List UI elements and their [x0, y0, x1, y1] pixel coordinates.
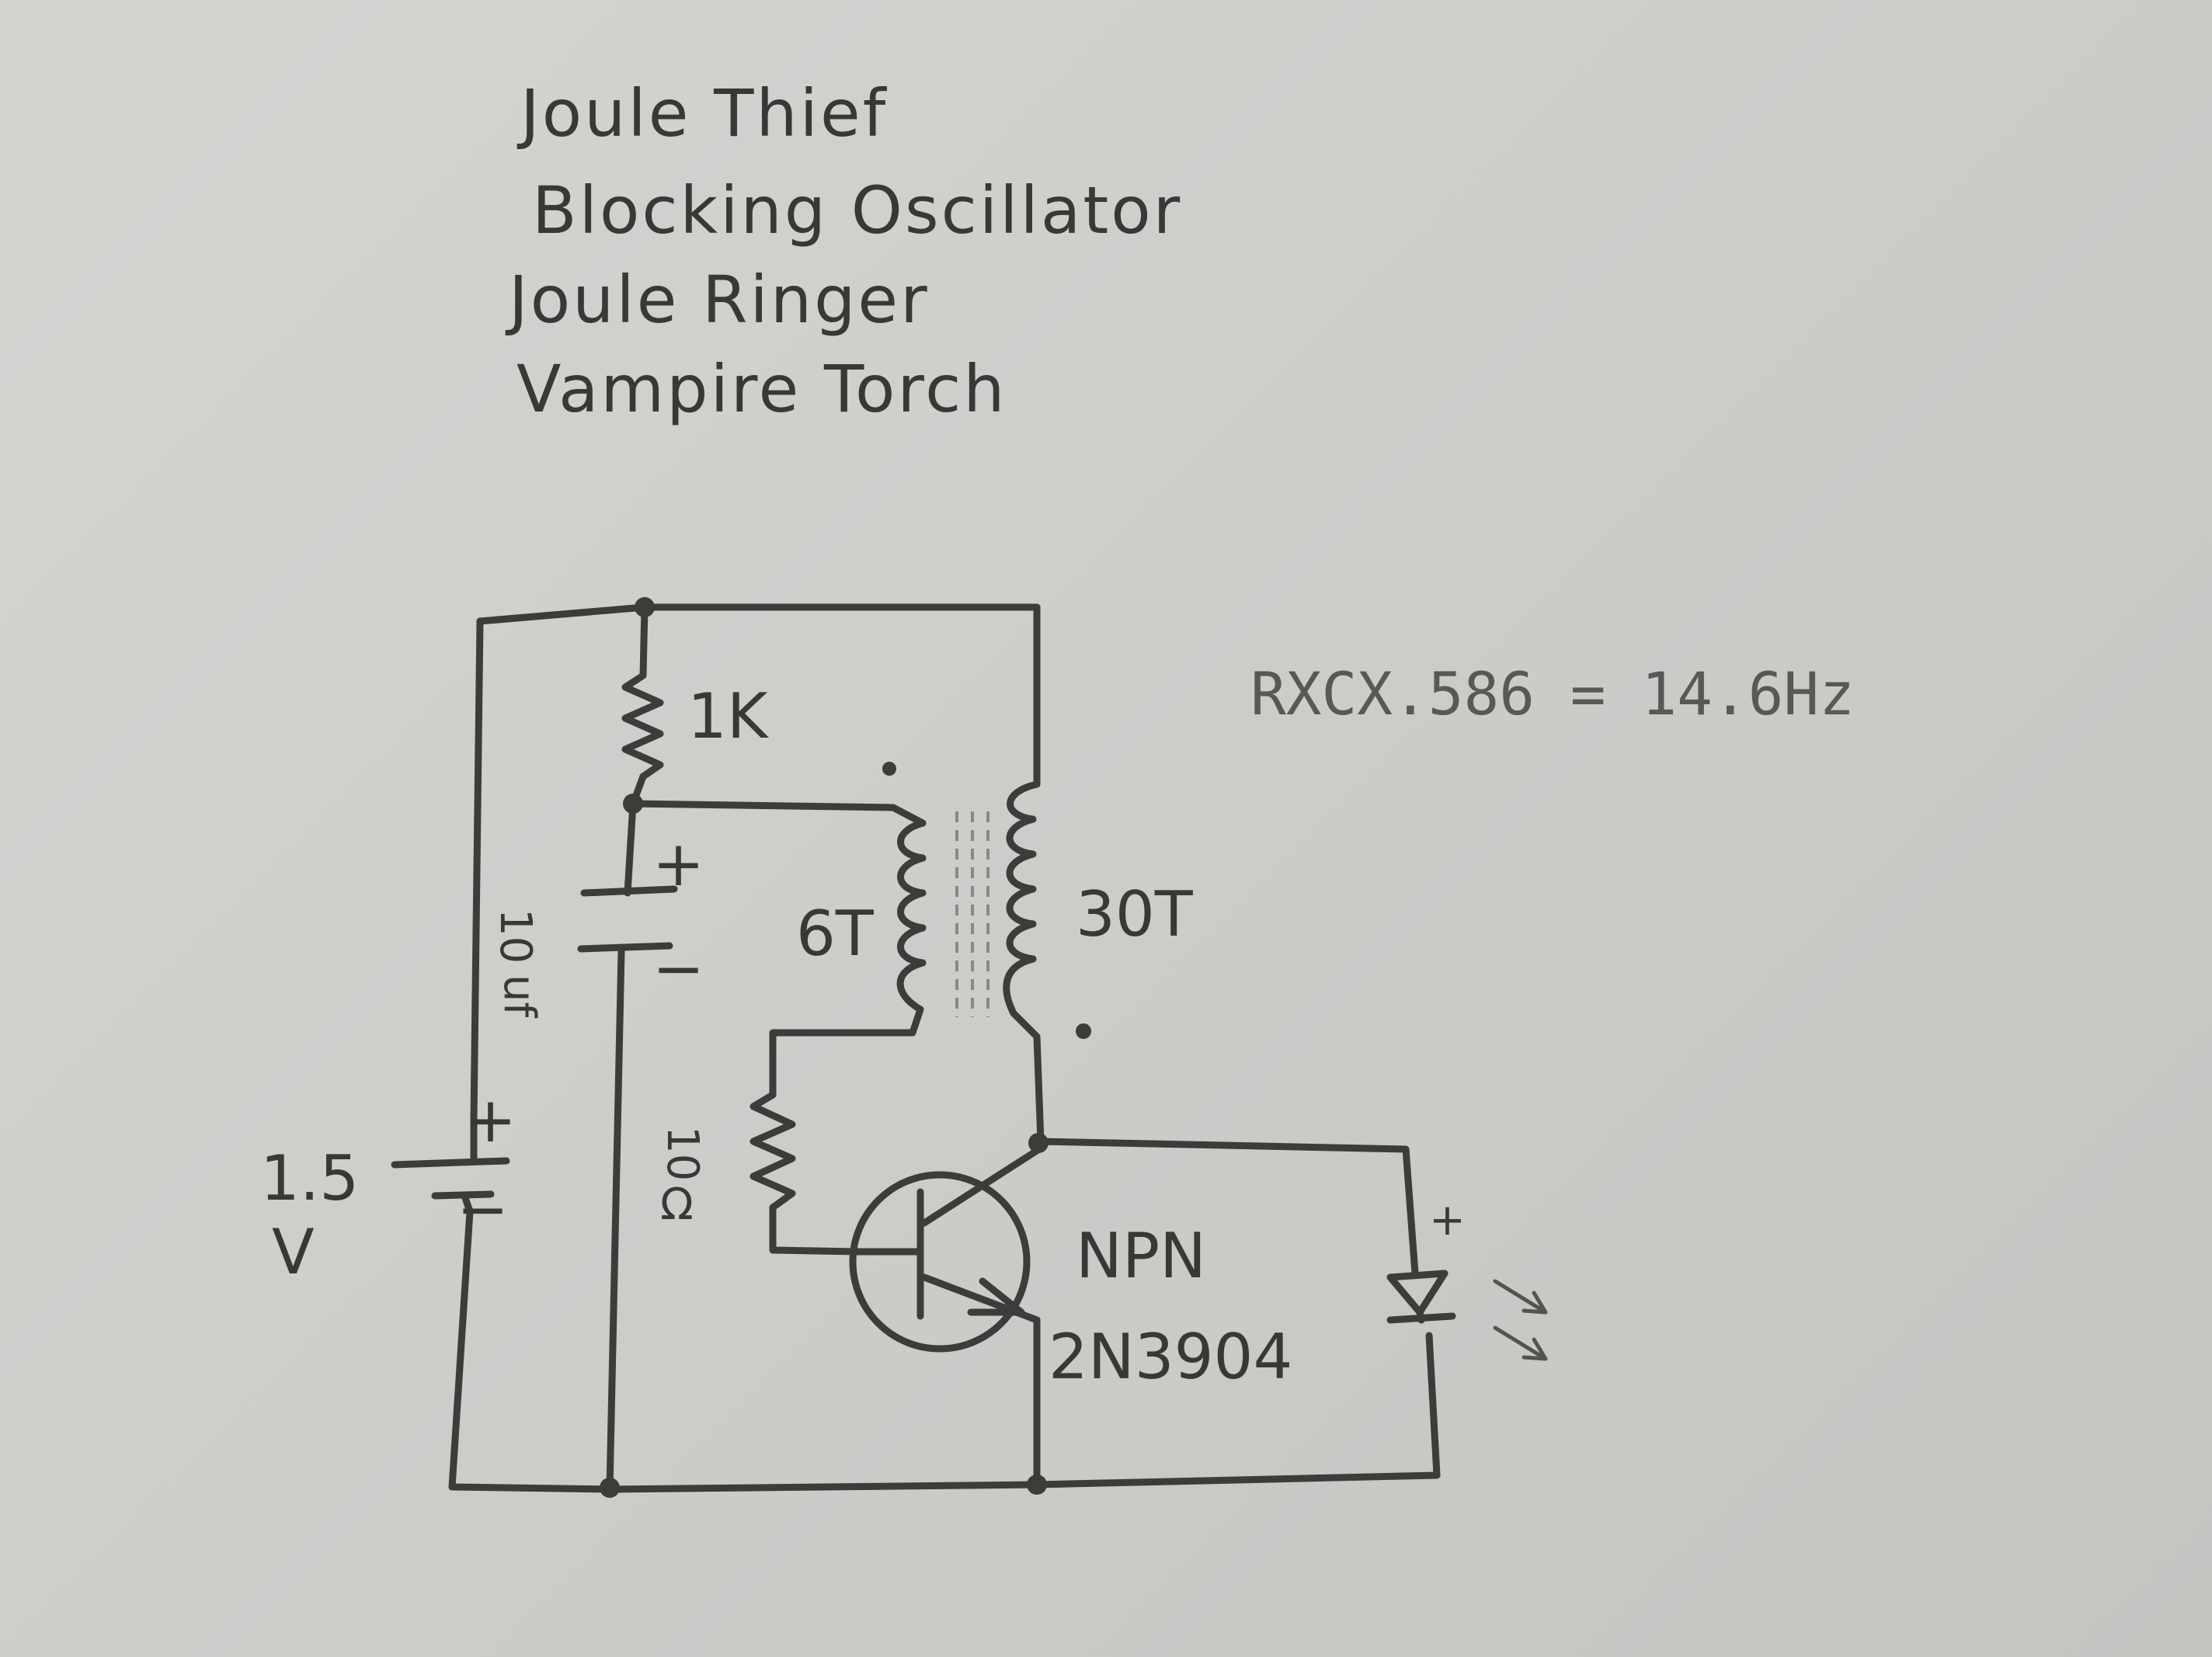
- primary-coil-6t: [896, 819, 927, 1013]
- top-rail-wire: [476, 603, 1041, 625]
- primary-polarity-dot: [882, 762, 896, 776]
- capacitor-plate-bottom: [577, 942, 673, 953]
- secondary-coil-label: 30T: [1076, 878, 1194, 950]
- battery-minus-sign: −: [457, 1173, 509, 1245]
- transistor-body-circle: [849, 1171, 1031, 1353]
- circuit-wires: [448, 603, 1441, 1493]
- secondary-polarity-dot: [1076, 1023, 1091, 1039]
- junction-top: [635, 597, 655, 617]
- led: [1386, 1270, 1548, 1361]
- ghost-text: LED: [1546, 1207, 1637, 1262]
- battery-voltage-label: 1.5: [260, 1142, 359, 1214]
- capacitor-unit-group: uf: [494, 974, 544, 1018]
- bottom-rail-wire: [448, 1471, 1441, 1493]
- resistor-1k-label: 1K: [687, 680, 770, 752]
- transistor-type-label: NPN: [1076, 1220, 1206, 1292]
- resistor-base-10ohm: [750, 1091, 796, 1211]
- battery-1-5v: [391, 1114, 510, 1215]
- title-line-1: Joule Thief: [516, 75, 888, 151]
- battery-plate-long: [391, 1157, 510, 1169]
- title-line-3: Joule Ringer: [505, 262, 930, 338]
- npn-transistor: [849, 1145, 1043, 1353]
- title-line-2: Blocking Oscillator: [532, 172, 1182, 248]
- resistor-base-unit: Ω: [660, 1179, 694, 1230]
- frequency-formula: RXCX.586 = 14.6Hz: [1250, 659, 1855, 728]
- junction-mid: [623, 794, 643, 814]
- transistor-part-label: 2N3904: [1049, 1321, 1292, 1393]
- primary-bottom-wire: [769, 1006, 924, 1099]
- secondary-coil-30t: [1003, 780, 1041, 1017]
- junction-dots: [600, 597, 1091, 1498]
- capacitor-label-group: 10: [490, 908, 541, 964]
- capacitor-plus-sign: +: [652, 828, 704, 900]
- led-to-ground-wire: [1425, 1332, 1441, 1479]
- resistor-top-lead: [639, 603, 649, 679]
- base-resistor-to-base: [769, 1204, 862, 1256]
- battery-bottom-lead: [461, 1192, 474, 1215]
- capacitor-minus-sign: −: [652, 933, 704, 1005]
- capacitor-plate-top: [580, 885, 678, 897]
- resistor-1k: [621, 672, 664, 780]
- left-rail-upper: [470, 617, 484, 1122]
- capacitor-unit: uf: [494, 974, 544, 1018]
- cap-top-lead: [624, 800, 637, 897]
- led-light-arrow-1: [1493, 1279, 1548, 1315]
- junction-collector: [1028, 1133, 1049, 1153]
- capacitor-value: 10: [490, 908, 541, 964]
- left-rail-lower: [448, 1207, 474, 1491]
- secondary-bottom-lead: [1010, 1009, 1045, 1145]
- junction-bottom-right: [1027, 1475, 1047, 1495]
- title-line-4: Vampire Torch: [516, 351, 1007, 427]
- junction-bottom-left: [600, 1478, 620, 1498]
- transistor-collector-lead: [920, 1145, 1043, 1227]
- mid-node-wire: [629, 800, 927, 827]
- battery-plus-sign: +: [464, 1084, 516, 1156]
- transformer-core: [955, 811, 989, 1017]
- battery-unit-label: V: [272, 1216, 315, 1288]
- led-light-arrow-2: [1493, 1325, 1548, 1361]
- primary-coil-label: 6T: [796, 898, 875, 970]
- resistor-base-value-group: 10: [657, 1126, 708, 1181]
- resistor-base-value: 10: [657, 1126, 708, 1181]
- led-plus-sign: +: [1429, 1195, 1466, 1245]
- led-inner-lead: [1416, 1308, 1425, 1324]
- capacitor-10uf: [577, 885, 678, 953]
- collector-to-led-wire: [1037, 1138, 1419, 1277]
- transistor-emitter-arrow: [967, 1277, 1025, 1316]
- led-triangle: [1386, 1270, 1449, 1316]
- cap-bottom-lead: [606, 947, 625, 1493]
